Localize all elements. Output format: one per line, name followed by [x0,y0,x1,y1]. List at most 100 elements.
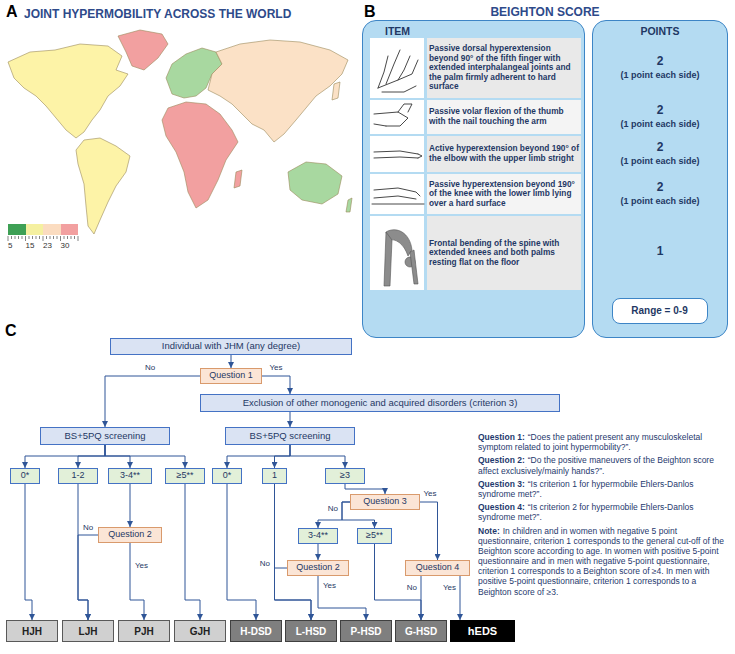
edge-label: No [144,364,156,373]
scale-ruler [8,236,78,241]
node-text: LJH [79,626,98,637]
score-box: 3-4** [298,528,338,544]
thumb-sketch [374,104,412,126]
item-description: Passive hyperextension beyond 190° of th… [429,174,579,214]
edge-label: No [406,584,418,593]
node-text: ITEM [385,26,410,38]
panel-title: JOINT HYPERMOBILITY ACROSS THE WORLD [24,8,291,22]
node-text: Question 3 [363,497,407,507]
panel-letter: B [364,3,376,21]
panel-title: BEIGHTON SCORE [490,6,599,20]
points-value: 2 [657,141,664,155]
madagascar [234,170,242,188]
flow-connector [130,543,144,620]
outcome-box: H-DSD [230,620,282,642]
node-text: ≥5** [366,531,383,541]
notes-block: Question 1:“Does the patient present any… [478,432,730,600]
note-heading: Question 3: [478,479,525,489]
node-text: 1-2 [71,471,84,481]
node-text: G-HSD [405,626,437,637]
legend-swatch [8,224,26,235]
process-box: Exclusion of other monogenic and acquire… [200,394,560,412]
item-description: Passive dorsal hyperextension beyond 90°… [429,38,579,98]
flow-connector [421,576,422,620]
knee-sketch [372,188,424,204]
edge-label: Yes [422,490,437,499]
legend-text: 23 [43,241,52,250]
finger-sketch [378,50,418,92]
table-cells [370,38,581,290]
flow-connector [345,484,385,494]
score-box: 0* [212,468,242,484]
outcome-box: GJH [174,620,226,642]
legend-text: 5 [8,241,12,250]
node-text: hEDS [468,625,497,637]
points-note: (1 point each side) [620,70,699,80]
note-paragraph: Question 4:“Is criterion 2 for hypermobi… [478,502,730,522]
node-text: P-HSD [350,626,381,637]
outcome-box: L-HSD [285,620,337,642]
note-paragraph: Question 1:“Does the patient present any… [478,432,730,452]
node-text: Question 2 [296,563,340,573]
legend-swatch [43,224,61,235]
legend-text: 15 [26,241,35,250]
score-box: 0* [10,468,40,484]
points-value: 2 [657,181,664,195]
outcome-box: P-HSD [340,620,392,642]
points-value: 1 [657,245,664,259]
note-paragraph: Question 2:“Do the positive maneuvers of… [478,455,730,475]
points-note: (1 point each side) [620,119,699,129]
node-text: PJH [134,626,153,637]
question-box: Question 4 [405,560,470,576]
process-box: Individual with JHM (any degree) [110,338,352,355]
node-text: Question 1 [209,371,253,381]
item-description: Active hyperextension beyond 190° of the… [429,136,579,172]
score-box: 3-4** [108,468,152,484]
flow-connector [262,376,290,394]
points-value: 2 [657,104,664,118]
south-america [76,138,130,234]
flow-connector [318,544,319,560]
outcome-box: HJH [6,620,58,642]
node-text: ≥5** [177,471,194,481]
question-box: Question 2 [287,560,349,576]
node-text: BS+5PQ screening [64,431,145,441]
node-text: 3-4** [120,471,140,481]
points-note: (1 point each side) [620,156,699,166]
edge-label: Yes [268,364,283,373]
flow-connector [25,484,32,620]
process-box: BS+5PQ screening [225,427,355,445]
score-box: ≥5** [357,528,392,544]
flow-connector [231,355,232,368]
points-value: 2 [657,55,664,69]
flow-connector [318,502,350,528]
legend-entry: 30 [61,224,79,250]
new-zealand [346,198,352,212]
australia [288,162,342,204]
flow-connector [290,412,291,427]
north-america [8,44,128,138]
flow-connector [227,445,290,468]
note-heading: Note: [478,526,500,536]
range-box: Range = 0-9 [612,298,708,324]
legend-entry: 5 [8,224,26,250]
note-paragraph: Question 3:“Is criterion 1 for hypermobi… [478,479,730,499]
flow-connector [25,445,105,468]
flow-connector [420,502,438,560]
note-heading: Question 2: [478,455,525,465]
edge-label: Yes [322,582,337,591]
flow-connector [78,445,105,468]
node-text: Question 4 [416,563,460,573]
note-heading: Question 4: [478,502,525,512]
legend-entry: 23 [43,224,61,250]
outcome-box: hEDS [450,620,515,642]
score-box: 1 [262,468,287,484]
legend-swatch [26,224,44,235]
node-text: 0* [223,471,232,481]
greenland [118,30,168,70]
color-legend: 5 15 23 30 [8,224,78,250]
flow-connector [105,376,200,427]
edge-label: Yes [134,562,149,571]
score-box: 1-2 [58,468,98,484]
outcome-box: G-HSD [395,620,447,642]
